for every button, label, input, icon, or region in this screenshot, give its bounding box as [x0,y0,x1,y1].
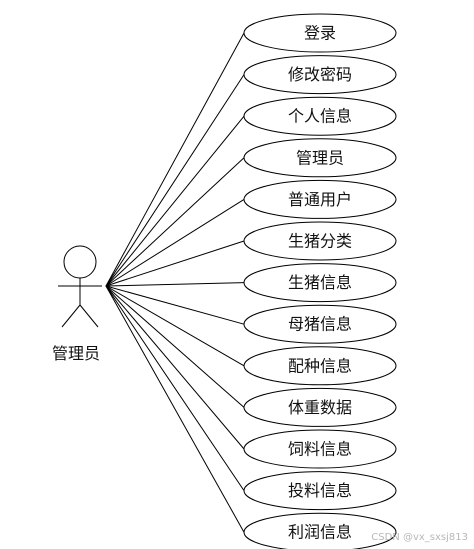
use-case-ellipse [243,387,397,427]
use-case-label: 生猪分类 [288,232,352,251]
use-case: 配种信息 [243,346,397,386]
use-case-label: 体重数据 [288,398,352,417]
use-case-ellipse [243,346,397,386]
use-case: 利润信息 [243,512,397,549]
use-case-label: 普通用户 [288,190,352,209]
use-case-label: 个人信息 [288,107,352,126]
association-line [105,285,245,325]
actor-stick-figure [58,245,102,328]
association-line [105,198,245,287]
actor-head [63,245,97,279]
actor-left-leg [61,304,81,328]
use-case: 修改密码 [243,55,397,95]
association-line [105,240,245,287]
use-case: 体重数据 [243,387,397,427]
association-line [105,32,245,287]
association-line [105,115,245,287]
use-case-label: 登录 [304,24,336,43]
use-case: 生猪信息 [243,263,397,303]
association-line [105,285,245,450]
use-case-ellipse [243,96,397,136]
use-case-label: 利润信息 [288,523,352,542]
use-case-ellipse [243,221,397,261]
use-case: 母猪信息 [243,304,397,344]
use-case-label: 管理员 [296,148,344,167]
use-case-ellipse [243,13,397,53]
association-line [105,285,245,533]
association-line [105,282,245,287]
use-case: 管理员 [243,138,397,178]
use-case-ellipse [243,429,397,469]
association-line [105,285,245,408]
watermark: CSDN @vx_sxsj813 [371,532,468,543]
use-case: 生猪分类 [243,221,397,261]
use-case: 投料信息 [243,471,397,511]
association-lines [105,32,245,533]
use-case-label: 生猪信息 [288,273,352,292]
use-cases: 登录修改密码个人信息管理员普通用户生猪分类生猪信息母猪信息配种信息体重数据饲料信… [243,13,397,549]
use-case-label: 配种信息 [288,356,352,375]
use-case-label: 母猪信息 [288,315,352,334]
use-case-ellipse [243,471,397,511]
use-case-label: 投料信息 [288,481,352,500]
use-case: 个人信息 [243,96,397,136]
association-line [105,285,245,491]
use-case-label: 修改密码 [288,65,352,84]
use-case-ellipse [243,55,397,95]
use-case-label: 饲料信息 [288,440,352,459]
actor-right-leg [79,304,99,328]
actor-label: 管理员 [52,344,101,363]
use-case-ellipse [243,304,397,344]
use-case-ellipse [243,512,397,549]
use-case-ellipse [243,179,397,219]
association-line [105,74,245,287]
use-case: 饲料信息 [243,429,397,469]
use-case-ellipse [243,263,397,303]
use-case-ellipse [243,138,397,178]
use-case: 普通用户 [243,179,397,219]
use-case: 登录 [243,13,397,53]
association-line [105,157,245,287]
association-line [105,285,245,367]
